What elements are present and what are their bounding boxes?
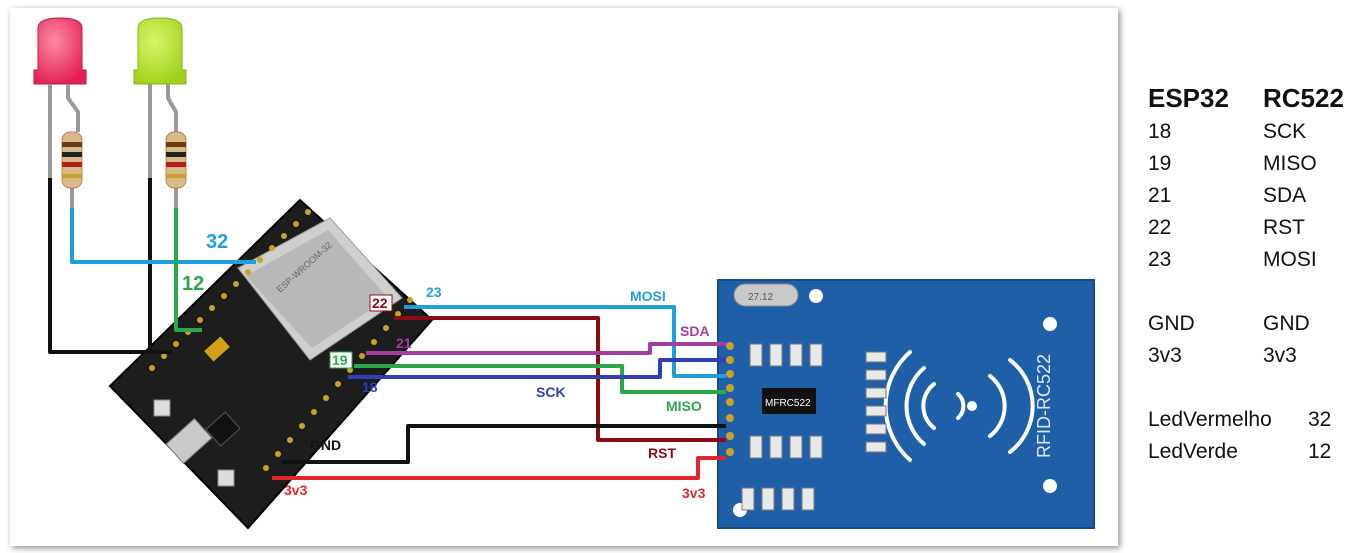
wire-mosi bbox=[404, 305, 726, 378]
row-rc-pin: MISO bbox=[1263, 152, 1317, 175]
row-esp-pin: 21 bbox=[1148, 184, 1172, 207]
label-21: 21 bbox=[396, 335, 412, 351]
row-led-name: LedVerde bbox=[1148, 440, 1238, 463]
row-rc-pin: 3v3 bbox=[1263, 344, 1297, 367]
row-rc-pin: SCK bbox=[1263, 120, 1307, 143]
label-22: 22 bbox=[372, 295, 388, 311]
label-3v3-rc: 3v3 bbox=[682, 485, 706, 501]
table-row: LedVerde 12 bbox=[1148, 436, 1358, 468]
row-esp-pin: 3v3 bbox=[1148, 344, 1182, 367]
row-led-name: LedVermelho bbox=[1148, 408, 1272, 431]
row-rc-pin: SDA bbox=[1263, 184, 1307, 207]
row-rc-pin: GND bbox=[1263, 312, 1310, 335]
table-row: LedVermelho 32 bbox=[1148, 404, 1358, 436]
wire-gnd bbox=[282, 424, 726, 464]
label-18: 18 bbox=[362, 379, 378, 395]
row-esp-pin: 23 bbox=[1148, 248, 1172, 271]
en-button bbox=[153, 399, 171, 417]
table-row: GND GND bbox=[1148, 308, 1358, 340]
wire-led-red-gnd bbox=[48, 178, 172, 354]
red-led-resistor bbox=[61, 131, 83, 208]
header-rc522: RC522 bbox=[1263, 82, 1344, 113]
label-sck: SCK bbox=[536, 384, 566, 400]
rc522-board-label: RFID-RC522 bbox=[1034, 354, 1054, 458]
label-miso: MISO bbox=[666, 398, 702, 414]
table-row: 23 MOSI bbox=[1148, 244, 1358, 276]
rc522-header-pins bbox=[726, 342, 734, 456]
label-32: 32 bbox=[206, 231, 228, 253]
row-rc-pin: MOSI bbox=[1263, 248, 1317, 271]
pin-mapping-table: ESP32 RC522 18 SCK 19 MISO 21 SDA 22 RST 23 M… bbox=[1148, 80, 1358, 468]
row-rc-pin: RST bbox=[1263, 216, 1305, 239]
table-row: 21 SDA bbox=[1148, 180, 1358, 212]
row-esp-pin: 19 bbox=[1148, 152, 1172, 175]
label-12: 12 bbox=[182, 273, 204, 295]
table-row: 18 SCK bbox=[1148, 116, 1358, 148]
table-row: 3v3 3v3 bbox=[1148, 340, 1358, 372]
label-19: 19 bbox=[332, 352, 348, 368]
label-3v3-esp: 3v3 bbox=[284, 482, 308, 498]
table-row: 22 RST bbox=[1148, 212, 1358, 244]
table-header: ESP32 RC522 bbox=[1148, 80, 1358, 116]
usb-port bbox=[165, 417, 213, 465]
label-sda: SDA bbox=[680, 323, 710, 339]
crystal-label: 27.12 bbox=[748, 292, 773, 303]
header-esp32: ESP32 bbox=[1148, 82, 1229, 113]
wire-led-green-12 bbox=[174, 208, 202, 332]
boot-button bbox=[217, 469, 235, 487]
rc522-board: 27.12 MFRC522 RFID-RC522 bbox=[717, 279, 1095, 529]
green-led-resistor bbox=[165, 131, 187, 208]
red-led bbox=[33, 17, 87, 178]
row-led-pin: 32 bbox=[1308, 408, 1332, 431]
row-esp-pin: GND bbox=[1148, 312, 1195, 335]
wiring-diagram: ESP-WROOM-32 27.12 MFRC522 RFID-RC522 bbox=[10, 8, 1118, 546]
wire-sda bbox=[366, 342, 726, 355]
table-row: 19 MISO bbox=[1148, 148, 1358, 180]
label-gnd: GND bbox=[310, 437, 341, 453]
row-led-pin: 12 bbox=[1308, 440, 1332, 463]
green-led bbox=[133, 17, 187, 178]
label-rst: RST bbox=[648, 445, 676, 461]
rc522-chip-label: MFRC522 bbox=[765, 398, 811, 409]
row-esp-pin: 18 bbox=[1148, 120, 1172, 143]
row-esp-pin: 22 bbox=[1148, 216, 1172, 239]
antenna-icon bbox=[883, 350, 1035, 462]
wire-sck bbox=[348, 358, 726, 379]
wire-led-red-32 bbox=[70, 208, 256, 264]
label-mosi: MOSI bbox=[630, 288, 666, 304]
wire-3v3 bbox=[272, 456, 726, 480]
label-23: 23 bbox=[426, 284, 442, 300]
